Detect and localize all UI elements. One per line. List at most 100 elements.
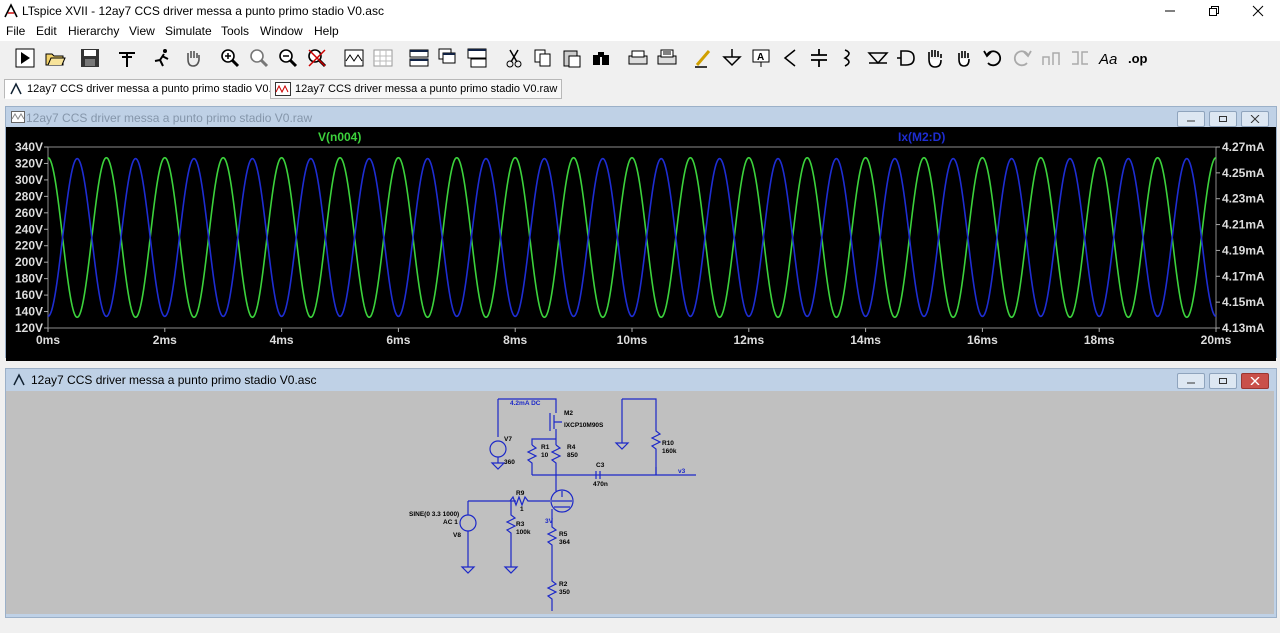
spice-directive-button[interactable]: .op <box>1126 46 1150 70</box>
find-button[interactable] <box>589 46 613 70</box>
capacitor-button[interactable] <box>807 46 831 70</box>
schematic-drawing[interactable]: 4.2mA DC M2 IXCP10M90S V7 360 R1 10 R4 8… <box>6 391 1274 614</box>
x-tick-label: 14ms <box>850 333 881 347</box>
print-button[interactable] <box>626 46 650 70</box>
text-button[interactable]: Aa <box>1097 46 1121 70</box>
menu-window[interactable]: Window <box>260 24 303 38</box>
y-right-tick-label: 4.23mA <box>1222 192 1265 206</box>
save-button[interactable] <box>78 46 102 70</box>
r10-value-label: 160k <box>662 448 677 455</box>
zoom-out-button[interactable] <box>276 46 300 70</box>
mirror-button[interactable] <box>1068 46 1092 70</box>
zoom-in-button[interactable] <box>218 46 242 70</box>
schematic-close-button[interactable] <box>1241 373 1269 389</box>
drag-button[interactable] <box>952 46 976 70</box>
move-button[interactable] <box>923 46 947 70</box>
minimize-button[interactable] <box>1148 0 1192 22</box>
menu-tools[interactable]: Tools <box>221 24 250 38</box>
trace-line-1 <box>47 157 1217 318</box>
minimize-icon <box>1165 10 1175 12</box>
schematic-restore-button[interactable] <box>1209 373 1237 389</box>
autorange-button[interactable] <box>342 46 366 70</box>
zoom-cancel-button[interactable] <box>305 46 329 70</box>
rotate-button[interactable] <box>1039 46 1063 70</box>
save-icon <box>81 49 99 67</box>
trace-label-ix-m2-d[interactable]: Ix(M2:D) <box>898 130 945 144</box>
redo-button[interactable] <box>1010 46 1034 70</box>
restore-icon <box>1209 6 1219 16</box>
draw-wire-button[interactable] <box>692 46 716 70</box>
v8-ac-label: AC 1 <box>443 519 458 526</box>
cascade-button[interactable] <box>436 46 460 70</box>
r10-label: R10 <box>662 440 674 447</box>
schematic-window-title: 12ay7 CCS driver messa a punto primo sta… <box>31 373 317 387</box>
open-button[interactable] <box>43 46 67 70</box>
component-button[interactable] <box>894 46 918 70</box>
menu-view[interactable]: View <box>129 24 155 38</box>
waveform-window-titlebar: 12ay7 CCS driver messa a punto primo sta… <box>6 107 1276 129</box>
diode-button[interactable] <box>866 46 890 70</box>
y-left-tick-label: 120V <box>15 321 43 335</box>
grid-button[interactable] <box>371 46 395 70</box>
paste-button[interactable] <box>560 46 584 70</box>
menu-help[interactable]: Help <box>314 24 339 38</box>
waveform-minimize-button[interactable] <box>1177 111 1205 127</box>
ccs-note-label: 4.2mA DC <box>510 400 541 407</box>
toolbar: A Aa .op <box>0 41 1280 78</box>
resistor-button[interactable] <box>778 46 802 70</box>
halt-button[interactable] <box>150 46 174 70</box>
undo-icon <box>983 50 1002 67</box>
three-volt-net-label: 3V <box>545 518 554 525</box>
menu-edit[interactable]: Edit <box>36 24 57 38</box>
waveform-window-icon <box>11 111 25 123</box>
trace-label-v-n004[interactable]: V(n004) <box>318 130 361 144</box>
y-right-tick-label: 4.17mA <box>1222 269 1265 283</box>
svg-text:A: A <box>757 52 764 63</box>
inductor-icon <box>843 49 850 67</box>
waveform-restore-button[interactable] <box>1209 111 1237 127</box>
close-button[interactable] <box>1236 0 1280 22</box>
inductor-button[interactable] <box>836 46 860 70</box>
menu-simulate[interactable]: Simulate <box>165 24 212 38</box>
plot-frame <box>47 146 1217 329</box>
y-left-tick-label: 160V <box>15 288 43 302</box>
y-right-tick-label: 4.27mA <box>1222 140 1265 154</box>
pan-button[interactable] <box>181 46 205 70</box>
tab-waveform[interactable]: 12ay7 CCS driver messa a punto primo sta… <box>270 79 563 99</box>
zoom-in-icon <box>221 49 240 68</box>
c3-value-label: 470n <box>593 481 608 488</box>
y-right-tick-label: 4.13mA <box>1222 321 1265 335</box>
undo-button[interactable] <box>981 46 1005 70</box>
y-left-tick-label: 280V <box>15 189 43 203</box>
tile-horizontal-button[interactable] <box>407 46 431 70</box>
zoom-extents-button[interactable] <box>247 46 271 70</box>
restore-icon <box>1219 116 1227 122</box>
label-net-button[interactable]: A <box>749 46 773 70</box>
tab-schematic[interactable]: 12ay7 CCS driver messa a punto primo sta… <box>4 79 294 99</box>
title-bar: LTspice XVII - 12ay7 CCS driver messa a … <box>0 0 1280 22</box>
c3-label: C3 <box>596 462 605 469</box>
waveform-close-button[interactable] <box>1241 111 1269 127</box>
y-left-tick-label: 340V <box>15 140 43 154</box>
x-tick-label: 6ms <box>386 333 410 347</box>
schematic-minimize-button[interactable] <box>1177 373 1205 389</box>
cut-icon <box>506 49 522 68</box>
v8-label: V8 <box>453 532 461 539</box>
cut-button[interactable] <box>502 46 526 70</box>
restore-button[interactable] <box>1192 0 1236 22</box>
control-panel-button[interactable] <box>115 46 139 70</box>
tile-vertical-button[interactable] <box>465 46 489 70</box>
move-icon <box>928 50 942 68</box>
ground-button[interactable] <box>720 46 744 70</box>
tile-vertical-icon <box>467 48 487 68</box>
menu-hierarchy[interactable]: Hierarchy <box>68 24 120 38</box>
svg-text:Aa: Aa <box>1098 51 1117 68</box>
schematic-canvas[interactable]: 4.2mA DC M2 IXCP10M90S V7 360 R1 10 R4 8… <box>6 391 1274 614</box>
y-left-tick-label: 180V <box>15 272 43 286</box>
menu-file[interactable]: File <box>6 24 26 38</box>
print-setup-button[interactable] <box>655 46 679 70</box>
run-button[interactable] <box>13 46 37 70</box>
copy-button[interactable] <box>531 46 555 70</box>
